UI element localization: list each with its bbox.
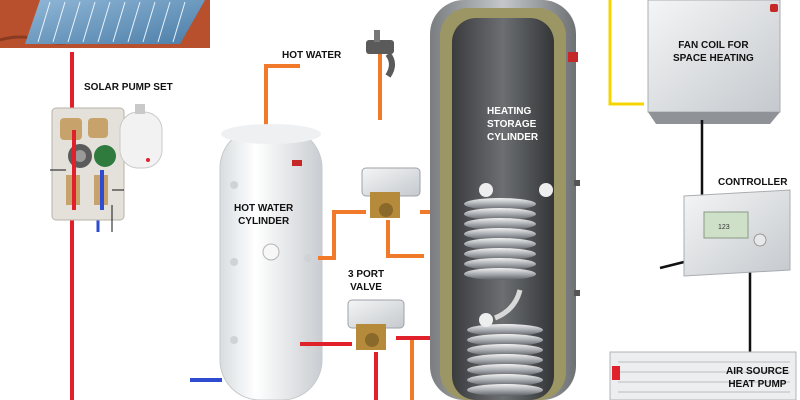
expansion-vessel bbox=[119, 104, 163, 169]
fan-coil-label-line2: SPACE HEATING bbox=[673, 53, 754, 64]
heating-storage-cylinder bbox=[430, 0, 580, 400]
three-port-valve-upper bbox=[361, 167, 421, 218]
fan-coil-unit bbox=[647, 0, 781, 124]
air-source-label-line2: HEAT PUMP bbox=[728, 379, 787, 390]
air-source-heat-pump bbox=[609, 351, 797, 400]
controller-display-readout: 123 bbox=[718, 224, 730, 231]
controller-label: CONTROLLER bbox=[718, 177, 788, 188]
three-port-valve-lower bbox=[347, 299, 405, 350]
heating-storage-label-line1: HEATING bbox=[487, 106, 532, 117]
three-port-valve-label-line1: 3 PORT bbox=[348, 269, 385, 280]
hot-water-cylinder-label-line1: HOT WATER bbox=[234, 203, 294, 214]
heating-storage-label: HEATING STORAGE CYLINDER bbox=[487, 105, 538, 144]
fan-coil-label-line1: FAN COIL FOR bbox=[678, 40, 749, 51]
controller-unit bbox=[683, 189, 791, 277]
signal-wire bbox=[608, 0, 644, 106]
hot-water-pipe bbox=[264, 64, 300, 126]
three-port-valve-label-line2: VALVE bbox=[350, 282, 382, 293]
solar-pump-set bbox=[50, 107, 125, 232]
fan-coil-label: FAN COIL FOR SPACE HEATING bbox=[673, 39, 754, 65]
hot-water-cylinder-label-line2: CYLINDER bbox=[238, 216, 290, 227]
hot-water-label: HOT WATER bbox=[282, 50, 342, 61]
air-source-heat-pump-label: AIR SOURCE HEAT PUMP bbox=[726, 365, 789, 391]
hot-water-cylinder bbox=[219, 124, 323, 400]
hot-water-cylinder-label: HOT WATER CYLINDER bbox=[234, 202, 293, 228]
three-port-valve-label: 3 PORT VALVE bbox=[348, 268, 384, 294]
heating-storage-label-line2: STORAGE bbox=[487, 119, 537, 130]
solar-panel bbox=[0, 0, 210, 48]
hot-water-tap bbox=[366, 30, 395, 120]
heating-storage-label-line3: CYLINDER bbox=[487, 132, 539, 143]
solar-pump-set-label: SOLAR PUMP SET bbox=[84, 82, 173, 93]
air-source-label-line1: AIR SOURCE bbox=[726, 366, 789, 377]
